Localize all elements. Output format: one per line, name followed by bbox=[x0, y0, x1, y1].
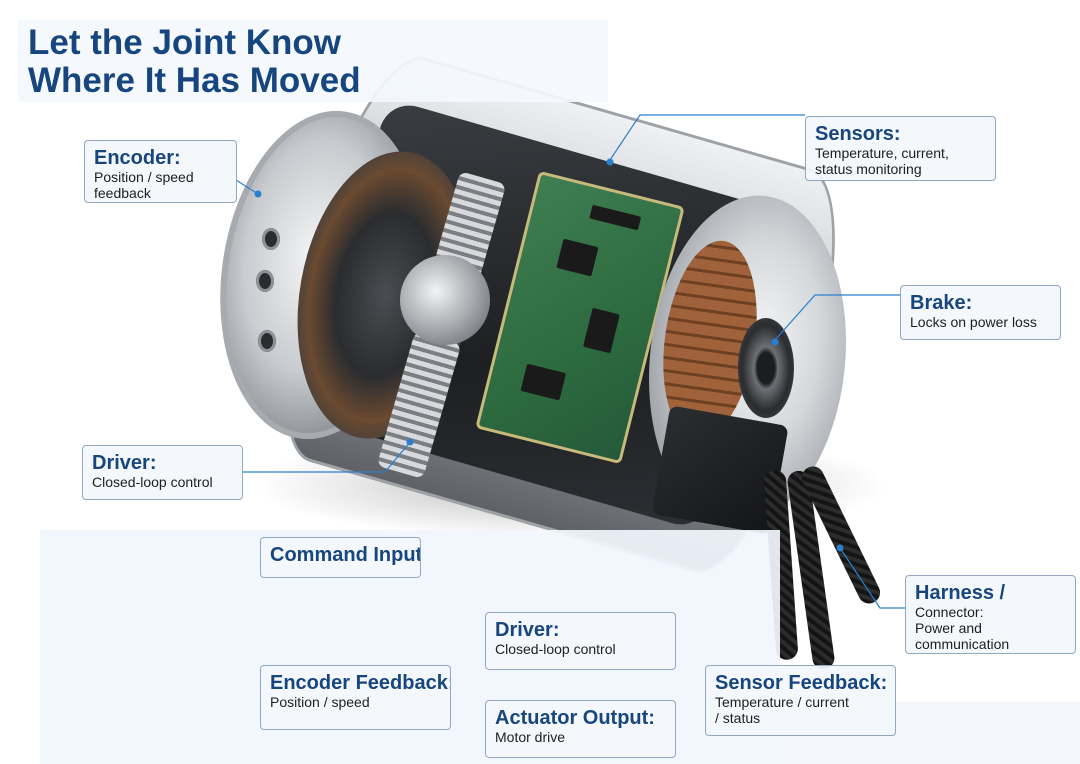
flow-detail: Motor drive bbox=[495, 729, 566, 745]
flow-detail: Closed-loop control bbox=[495, 641, 616, 657]
leader-line-brake bbox=[774, 294, 900, 341]
leader-dot-sensors bbox=[606, 158, 614, 166]
flow-heading: Driver: bbox=[495, 619, 560, 641]
flow-heading: Command Input bbox=[270, 544, 421, 566]
flow-command-input: Command Input bbox=[260, 537, 421, 578]
flow-encoder-feedback: Encoder Feedback: Position / speed bbox=[260, 665, 451, 730]
callout-detail: status monitoring bbox=[815, 161, 922, 177]
flow-detail: Temperature / current bbox=[715, 694, 849, 710]
leader-dot-brake bbox=[771, 338, 779, 346]
mounting-bolt bbox=[262, 228, 280, 250]
callout-encoder: Encoder: Position / speed feedback bbox=[84, 140, 237, 203]
callout-heading: Encoder: bbox=[94, 147, 181, 169]
flow-detail: Position / speed bbox=[270, 694, 370, 710]
callout-detail: Locks on power loss bbox=[910, 314, 1037, 330]
callout-heading: Brake: bbox=[910, 292, 973, 314]
callout-detail: Connector: bbox=[915, 604, 984, 620]
leader-line-encoder bbox=[235, 179, 259, 195]
flow-heading: Actuator Output: bbox=[495, 707, 655, 729]
callout-sensors: Sensors: Temperature, current, status mo… bbox=[805, 116, 996, 181]
flow-sensor-feedback: Sensor Feedback: Temperature / current /… bbox=[705, 665, 896, 736]
leader-line-harness bbox=[839, 547, 905, 609]
flow-heading: Sensor Feedback: bbox=[715, 672, 888, 694]
output-hub bbox=[400, 255, 490, 345]
flow-heading: Encoder Feedback: bbox=[270, 672, 451, 694]
callout-detail: feedback bbox=[94, 185, 151, 201]
flow-actuator-output: Actuator Output: Motor drive bbox=[485, 700, 676, 758]
callout-driver: Driver: Closed-loop control bbox=[82, 445, 243, 500]
title-line-2: Where It Has Moved bbox=[28, 61, 361, 100]
callout-harness: Harness / Connector: Power and communica… bbox=[905, 575, 1076, 654]
flow-detail: / status bbox=[715, 710, 761, 726]
page-title: Let the Joint Know Where It Has Moved bbox=[18, 20, 608, 102]
callout-heading: Harness / bbox=[915, 582, 1006, 604]
leader-dot-encoder bbox=[254, 190, 262, 198]
leader-line-driver bbox=[243, 441, 411, 473]
callout-heading: Sensors: bbox=[815, 123, 901, 145]
callout-detail: Temperature, current, bbox=[815, 145, 949, 161]
title-line-1: Let the Joint Know bbox=[28, 23, 342, 62]
callout-detail: Position / speed bbox=[94, 169, 194, 185]
leader-dot-harness bbox=[836, 544, 844, 552]
callout-detail: Power and communication bbox=[915, 620, 1010, 652]
leader-line-sensors bbox=[609, 114, 805, 161]
mounting-bolt bbox=[256, 270, 274, 292]
leader-dot-driver bbox=[406, 438, 414, 446]
flow-driver: Driver: Closed-loop control bbox=[485, 612, 676, 670]
callout-brake: Brake: Locks on power loss bbox=[900, 285, 1061, 340]
callout-heading: Driver: bbox=[92, 452, 157, 474]
mounting-bolt bbox=[258, 330, 276, 352]
callout-detail: Closed-loop control bbox=[92, 474, 213, 490]
brake-disc bbox=[738, 318, 794, 418]
